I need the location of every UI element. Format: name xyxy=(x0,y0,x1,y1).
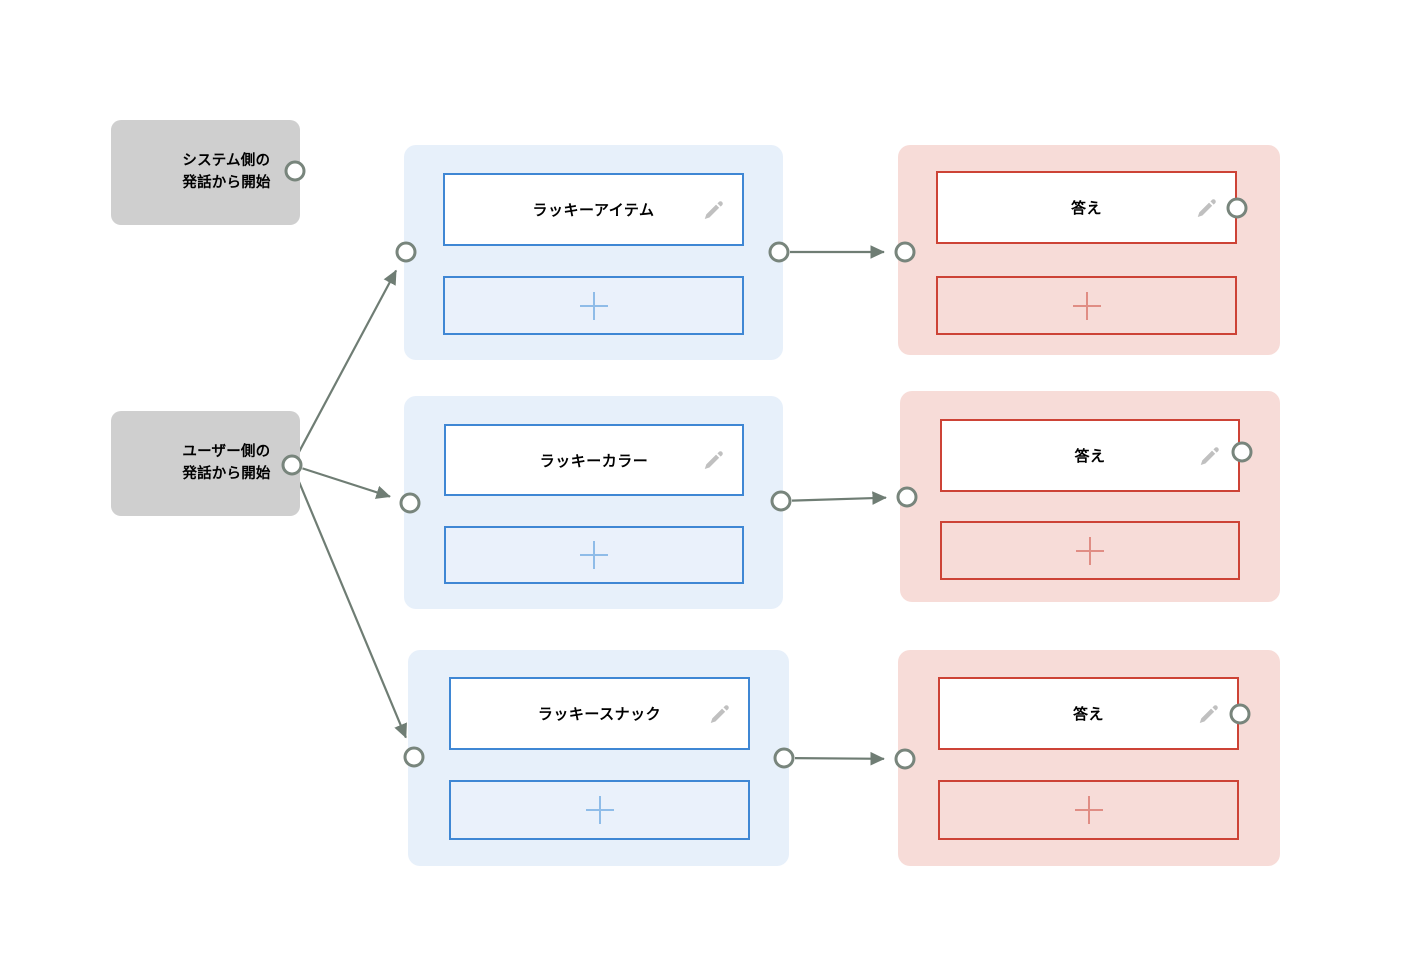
edge-user-to-snack[interactable] xyxy=(295,474,407,739)
plus-icon xyxy=(1072,291,1101,320)
port-answer-3-out[interactable] xyxy=(1229,703,1251,725)
plus-icon xyxy=(1074,796,1103,824)
port-user-start-out[interactable] xyxy=(281,454,303,476)
port-answer-1-in[interactable] xyxy=(894,241,916,263)
message-text-lucky-color: ラッキーカラー xyxy=(539,451,649,470)
start-node-system-label: システム側の 発話から開始 xyxy=(182,153,271,191)
message-box-answer-2[interactable]: 答え xyxy=(940,419,1240,492)
edge-snack-to-answer3[interactable] xyxy=(794,751,885,766)
pencil-icon[interactable] xyxy=(700,447,726,473)
pencil-icon[interactable] xyxy=(700,197,726,223)
plus-icon xyxy=(579,291,608,320)
pencil-icon[interactable] xyxy=(1193,195,1219,221)
edge-color-to-answer2[interactable] xyxy=(791,491,887,505)
plus-icon xyxy=(580,541,608,569)
port-lucky-item-in[interactable] xyxy=(395,241,417,263)
message-box-lucky-item[interactable]: ラッキーアイテム xyxy=(443,173,744,246)
message-box-lucky-color[interactable]: ラッキーカラー xyxy=(444,424,744,496)
edge-user-to-item[interactable] xyxy=(296,269,398,456)
pencil-icon[interactable] xyxy=(1196,443,1222,469)
message-box-answer-1[interactable]: 答え xyxy=(936,171,1237,244)
port-lucky-snack-out[interactable] xyxy=(773,747,795,769)
message-text-lucky-item: ラッキーアイテム xyxy=(532,201,655,219)
port-lucky-color-out[interactable] xyxy=(770,490,792,512)
plus-icon xyxy=(1076,536,1104,565)
add-message-box-lucky-item[interactable] xyxy=(443,276,744,335)
message-box-answer-3[interactable]: 答え xyxy=(938,677,1239,750)
message-text-answer-3: 答え xyxy=(1072,705,1104,723)
message-box-lucky-snack[interactable]: ラッキースナック xyxy=(449,677,750,750)
port-lucky-color-in[interactable] xyxy=(399,492,421,514)
pencil-icon[interactable] xyxy=(1195,701,1221,727)
port-system-start-out[interactable] xyxy=(284,160,306,182)
add-message-box-answer-3[interactable] xyxy=(938,780,1239,840)
add-message-box-answer-1[interactable] xyxy=(936,276,1237,335)
add-message-box-lucky-snack[interactable] xyxy=(449,780,750,840)
start-node-system[interactable]: システム側の 発話から開始 xyxy=(111,120,300,225)
add-message-box-answer-2[interactable] xyxy=(940,521,1240,580)
start-node-user[interactable]: ユーザー側の 発話から開始 xyxy=(111,411,300,516)
pencil-icon[interactable] xyxy=(706,701,732,727)
port-answer-2-out[interactable] xyxy=(1231,441,1253,463)
port-answer-2-in[interactable] xyxy=(896,486,918,508)
add-message-box-lucky-color[interactable] xyxy=(444,526,744,584)
message-text-lucky-snack: ラッキースナック xyxy=(537,705,662,723)
edge-user-to-color[interactable] xyxy=(302,467,391,499)
message-text-answer-2: 答え xyxy=(1074,447,1106,465)
port-lucky-item-out[interactable] xyxy=(768,241,790,263)
message-text-answer-1: 答え xyxy=(1070,199,1102,217)
port-answer-3-in[interactable] xyxy=(894,748,916,770)
plus-icon xyxy=(585,796,614,824)
start-node-user-label: ユーザー側の 発話から開始 xyxy=(182,444,271,482)
port-answer-1-out[interactable] xyxy=(1226,197,1248,219)
port-lucky-snack-in[interactable] xyxy=(403,746,425,768)
